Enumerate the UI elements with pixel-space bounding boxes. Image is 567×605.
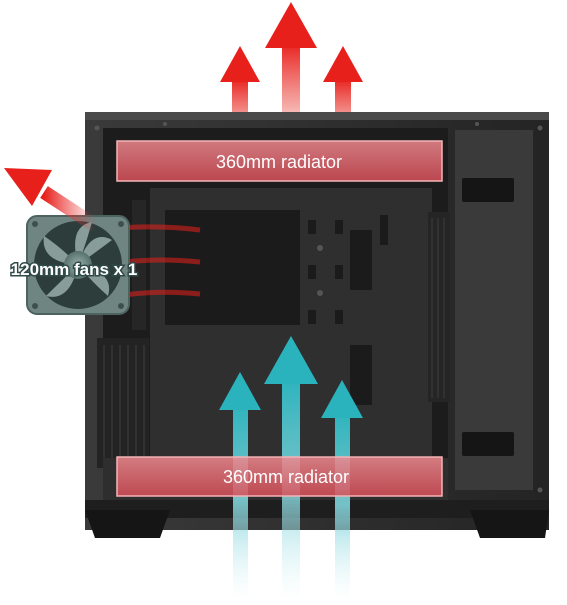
bottom-radiator-label: 360mm radiator xyxy=(223,467,349,487)
top-radiator: 360mm radiator xyxy=(116,140,443,182)
top-radiator-label: 360mm radiator xyxy=(216,152,342,172)
arrow-up-teal-icon xyxy=(219,372,261,600)
rear-fan-label: 120mm fans x 1 xyxy=(11,260,138,279)
arrow-diagonal-red-icon xyxy=(4,168,100,232)
fan-icon xyxy=(26,215,130,315)
bottom-radiator: 360mm radiator xyxy=(116,456,443,497)
